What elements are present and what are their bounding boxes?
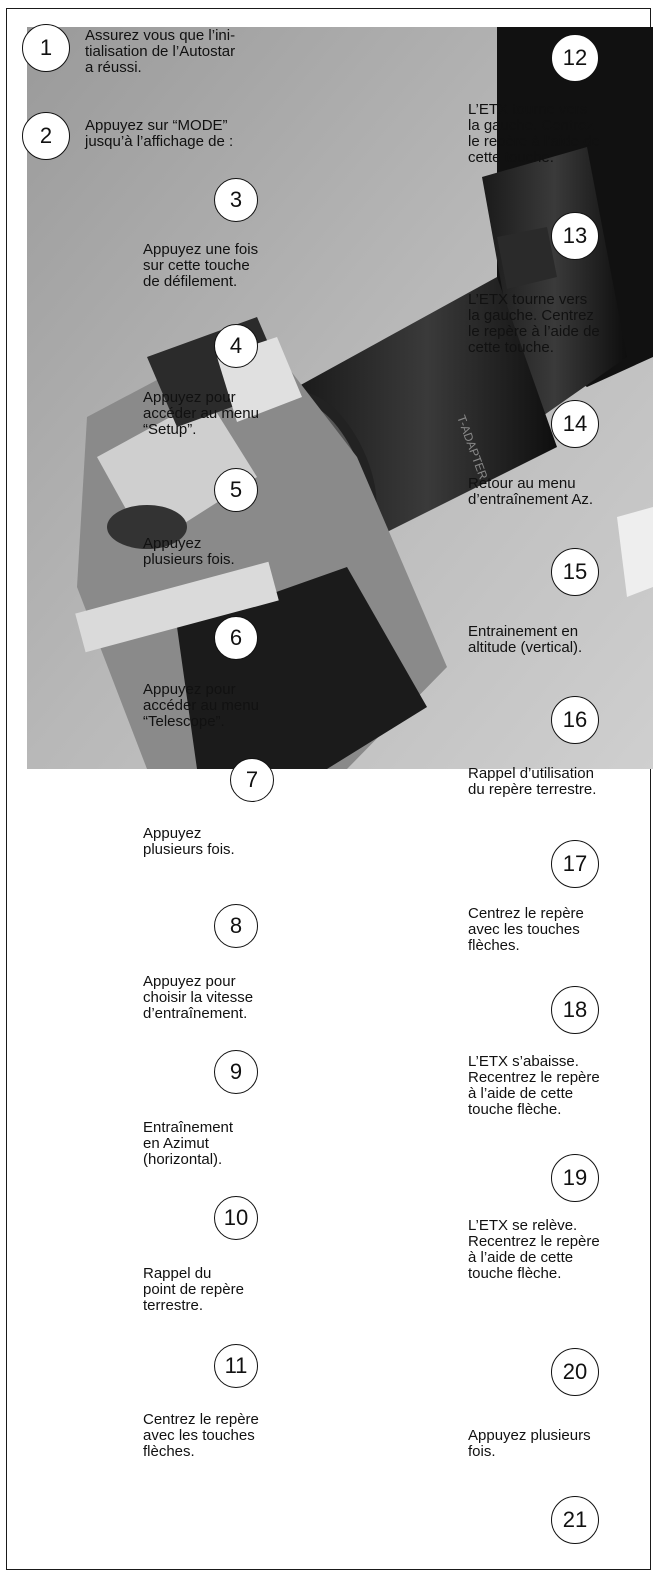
step-7-number: 7 [230,758,274,802]
step-13-text: L’ETX tourne vers la gauche. Centrez le … [468,291,600,356]
step-9-text: Entraînement en Azimut (horizontal). [143,1119,234,1168]
step-14-number: 14 [551,400,599,448]
step-21-number: 21 [551,1496,599,1544]
step-12-number: 12 [551,34,599,82]
step-14-text: Retour au menu d’entraînement Az. [468,475,594,508]
step-4-number: 4 [214,324,258,368]
camera-telescope-photo: T-ADAPTER [27,27,653,769]
step-18-number: 18 [551,986,599,1034]
step-18-text: L’ETX s’abaisse. Recentrez le repère à l… [468,1053,600,1118]
step-5-text: Appuyez plusieurs fois. [143,535,235,568]
step-15-text: Entrainement en altitude (vertical). [468,623,583,656]
step-1-number: 1 [22,24,70,72]
step-6-text: Appuyez pour accéder au menu “Telescope”… [143,681,259,730]
step-8-text: Appuyez pour choisir la vitesse d’entraî… [143,973,254,1022]
step-3-number: 3 [214,178,258,222]
step-13-number: 13 [551,212,599,260]
step-8-number: 8 [214,904,258,948]
step-11-text: Centrez le repère avec les touches flèch… [143,1411,259,1460]
step-16-text: Rappel d’utilisation du repère terrestre… [468,765,597,798]
step-17-text: Centrez le repère avec les touches flèch… [468,905,584,954]
step-5-number: 5 [214,468,258,512]
step-15-number: 15 [551,548,599,596]
step-2-text: Appuyez sur “MODE” jusqu’à l’affichage d… [85,117,234,150]
step-19-text: L’ETX se relève. Recentrez le repère à l… [468,1217,600,1282]
step-7-text: Appuyez plusieurs fois. [143,825,235,858]
step-19-number: 19 [551,1154,599,1202]
step-9-number: 9 [214,1050,258,1094]
step-4-text: Appuyez pour accéder au menu “Setup”. [143,389,259,438]
step-10-number: 10 [214,1196,258,1240]
step-2-number: 2 [22,112,70,160]
step-20-text: Appuyez plusieurs fois. [468,1427,591,1460]
step-6-number: 6 [214,616,258,660]
step-20-number: 20 [551,1348,599,1396]
step-3-text: Appuyez une fois sur cette touche de déf… [143,241,259,290]
step-10-text: Rappel du point de repère terrestre. [143,1265,244,1314]
step-1-text: Assurez vous que l’ini- tialisation de l… [85,27,236,76]
step-11-number: 11 [214,1344,258,1388]
step-17-number: 17 [551,840,599,888]
step-16-number: 16 [551,696,599,744]
step-12-text: L’ETX tourne vers la gauche. Centrez le … [468,101,600,166]
